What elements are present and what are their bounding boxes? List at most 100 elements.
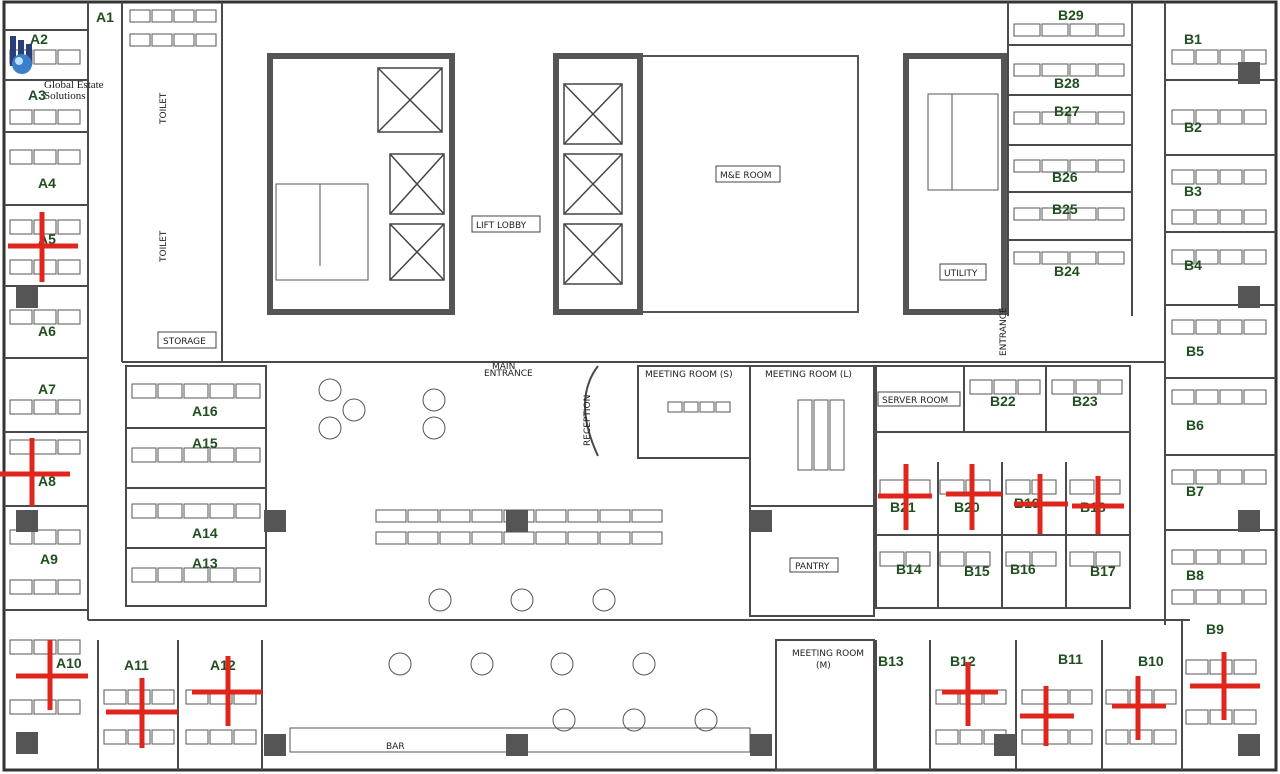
desk: [185, 729, 209, 745]
desk: [57, 149, 81, 165]
unit-b15: B15: [964, 563, 990, 579]
desk: [471, 531, 503, 545]
desk: [151, 33, 173, 47]
desk: [195, 9, 217, 23]
unit-b12: B12: [950, 653, 976, 669]
unit-a12: A12: [210, 657, 236, 673]
desk: [935, 729, 959, 745]
unit-b16: B16: [1010, 561, 1036, 577]
desk: [183, 383, 209, 399]
desk: [57, 109, 81, 125]
lift-lobby-label: LIFT LOBBY: [476, 221, 527, 231]
desk: [57, 639, 81, 655]
desk: [797, 399, 813, 471]
desk: [9, 699, 33, 715]
desk: [1097, 159, 1125, 173]
unit-b24: B24: [1054, 263, 1080, 279]
unit-b20: B20: [954, 499, 980, 515]
reception-label: RECEPTION: [583, 395, 593, 446]
desk: [535, 509, 567, 523]
unit-a9: A9: [40, 551, 58, 567]
logo-line-2: Solutions: [44, 90, 86, 102]
desk: [157, 567, 183, 583]
desk: [1031, 479, 1057, 495]
round-table: [318, 378, 342, 402]
desk: [599, 531, 631, 545]
me-room: [641, 55, 859, 313]
desk: [235, 567, 261, 583]
desk: [1195, 319, 1219, 335]
desk: [407, 531, 439, 545]
desk: [1013, 251, 1041, 265]
unit-a11: A11: [124, 657, 149, 673]
desk: [939, 551, 965, 567]
desk: [235, 447, 261, 463]
unit-b28: B28: [1054, 75, 1080, 91]
desk: [1219, 209, 1243, 225]
desk: [1219, 549, 1243, 565]
main-entrance-label: ENTRANCE: [484, 369, 533, 379]
desk: [1045, 689, 1069, 705]
desk: [1195, 589, 1219, 605]
desk: [1097, 63, 1125, 77]
desk: [1243, 549, 1267, 565]
desk: [1041, 207, 1069, 221]
desk: [103, 729, 127, 745]
desk: [905, 551, 931, 567]
desk: [1185, 709, 1209, 725]
desk: [57, 49, 81, 65]
desk: [209, 567, 235, 583]
desk: [567, 509, 599, 523]
desk: [33, 109, 57, 125]
desk: [1129, 729, 1153, 745]
round-tables: [318, 378, 718, 732]
desk: [209, 729, 233, 745]
unit-b9: B9: [1206, 621, 1224, 637]
desk: [879, 551, 905, 567]
desk: [33, 149, 57, 165]
desk: [9, 309, 33, 325]
desk: [33, 259, 57, 275]
desk: [131, 447, 157, 463]
desk: [1021, 689, 1045, 705]
lift-cars: [377, 67, 623, 285]
desk: [1243, 209, 1267, 225]
desk: [157, 447, 183, 463]
desk: [1195, 169, 1219, 185]
desk: [1219, 249, 1243, 265]
round-table: [550, 652, 574, 676]
meeting-room-s-label: MEETING ROOM (S): [645, 370, 733, 380]
desk: [1171, 589, 1195, 605]
desk: [567, 531, 599, 545]
desk: [127, 689, 151, 705]
company-logo: Global Estate Solutions: [6, 34, 126, 102]
unavailable-mark-b21: [878, 464, 932, 530]
desk: [1233, 709, 1257, 725]
desk: [1171, 209, 1195, 225]
desk: [1171, 549, 1195, 565]
core-walls: [4, 2, 1276, 771]
desk: [1041, 251, 1069, 265]
desk: [129, 9, 151, 23]
utility-label: UTILITY: [944, 269, 978, 279]
desk: [1153, 689, 1177, 705]
desk: [1233, 659, 1257, 675]
desk: [33, 399, 57, 415]
round-table: [422, 388, 446, 412]
unavailable-markers: [0, 212, 1260, 748]
desk: [57, 579, 81, 595]
unavailable-mark-b10: [1112, 676, 1166, 740]
desk: [131, 503, 157, 519]
unavailable-mark-a8: [0, 438, 70, 506]
bar-label: BAR: [386, 742, 405, 752]
desk: [1097, 251, 1125, 265]
desk: [879, 479, 905, 495]
desk: [599, 509, 631, 523]
unit-a15: A15: [192, 435, 218, 451]
desk: [209, 383, 235, 399]
desk: [1021, 729, 1045, 745]
unavailable-mark-a5: [8, 212, 78, 282]
desk: [1013, 207, 1041, 221]
desk: [631, 509, 663, 523]
desk: [1051, 379, 1075, 395]
